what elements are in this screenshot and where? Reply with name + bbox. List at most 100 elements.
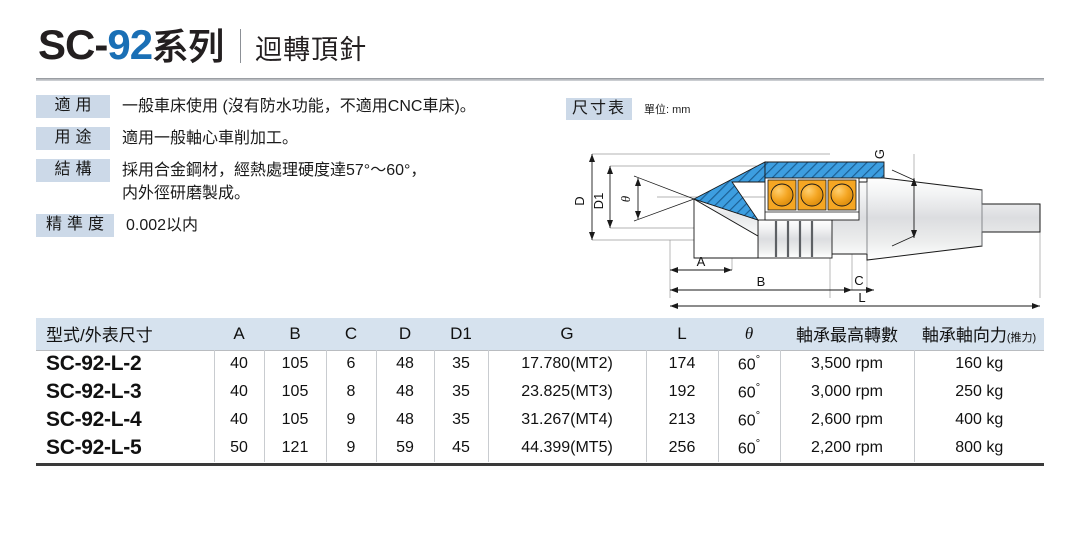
dim-label-l: L	[858, 290, 865, 305]
title-code-number: 92	[107, 21, 153, 68]
spec-label: 用途	[36, 127, 110, 150]
spec-label: 結構	[36, 159, 110, 182]
spec-value: 0.002以内	[126, 217, 199, 234]
spec-row-application: 適用 一般車床使用 (沒有防水功能，不適用CNC車床)。	[36, 95, 556, 118]
cell-a: 40	[213, 350, 264, 378]
col-header-a: A	[214, 318, 264, 350]
cell-axial-force: 160 kg	[913, 350, 1044, 378]
degree-symbol: °	[755, 354, 761, 367]
col-header-model: 型式/外表尺寸	[36, 318, 214, 350]
cell-max-rpm: 2,200 rpm	[779, 434, 914, 462]
theta-value: 60	[737, 356, 756, 374]
cell-theta: 60°	[717, 350, 780, 378]
cell-l: 256	[645, 434, 718, 462]
dimension-table-badge: 尺寸表	[566, 98, 633, 120]
cell-model: SC-92-L-5	[46, 436, 142, 459]
cell-d: 48	[375, 350, 434, 378]
dim-label-d1: D1	[591, 193, 606, 210]
title-subtitle: 迴轉頂針	[255, 35, 368, 65]
dimension-table: 型式/外表尺寸 A B C D D1 G L θ 軸承最高轉數 軸承軸向力(推力…	[36, 318, 1044, 466]
spec-value: 適用一般軸心車削加工。	[122, 130, 299, 147]
cell-model: SC-92-L-4	[46, 408, 142, 431]
degree-symbol: °	[755, 437, 761, 450]
cell-g: 31.267(MT4)	[487, 406, 646, 434]
spec-label: 精準度	[36, 214, 115, 237]
table-row: SC-92-L-5 50 121 9 59 45 44.399(MT5) 256…	[36, 434, 1044, 462]
header-rule	[36, 78, 1044, 81]
table-row: SC-92-L-4 40 105 9 48 35 31.267(MT4) 213…	[36, 406, 1044, 434]
table-bottom-border	[36, 463, 1044, 466]
cell-model: SC-92-L-3	[46, 380, 142, 403]
col-header-axial-force: 軸承軸向力(推力)	[914, 318, 1044, 350]
cell-l: 213	[645, 406, 718, 434]
spec-row-accuracy: 精準度 0.002以内	[36, 214, 556, 237]
cell-b: 121	[263, 434, 326, 462]
cell-d1: 45	[433, 434, 488, 462]
cell-b: 105	[263, 350, 326, 378]
dim-label-a: A	[697, 254, 706, 269]
cell-a: 40	[213, 378, 264, 406]
spec-row-usage: 用途 適用一般軸心車削加工。	[36, 127, 556, 150]
spec-value-line1: 採用合金鋼材，經熱處理硬度達57°～60°，	[122, 162, 427, 179]
cell-d: 59	[375, 434, 434, 462]
spec-list: 適用 一般車床使用 (沒有防水功能，不適用CNC車床)。 用途 適用一般軸心車削…	[36, 95, 556, 246]
theta-value: 60	[737, 412, 756, 430]
dim-label-g: G	[872, 149, 887, 159]
dim-label-d: D	[572, 196, 587, 205]
col-header-d1: D1	[434, 318, 488, 350]
cell-max-rpm: 3,000 rpm	[779, 378, 914, 406]
title-series-label: 系列	[152, 26, 225, 67]
axial-force-note: (推力)	[1006, 332, 1037, 345]
table-row: SC-92-L-3 40 105 8 48 35 23.825(MT3) 192…	[36, 378, 1044, 406]
cell-d: 48	[375, 406, 434, 434]
theta-value: 60	[737, 384, 756, 402]
axial-force-text: 軸承軸向力	[921, 326, 1007, 346]
cell-theta: 60°	[717, 434, 780, 462]
cell-c: 9	[325, 434, 376, 462]
col-header-l: L	[646, 318, 718, 350]
dim-label-c: C	[854, 273, 863, 288]
cell-axial-force: 250 kg	[913, 378, 1044, 406]
cell-d: 48	[375, 378, 434, 406]
cell-a: 50	[213, 434, 264, 462]
cell-l: 174	[645, 350, 718, 378]
cell-g: 44.399(MT5)	[487, 434, 646, 462]
cell-theta: 60°	[717, 406, 780, 434]
cell-c: 8	[325, 378, 376, 406]
title-divider	[240, 29, 242, 63]
cell-theta: 60°	[717, 378, 780, 406]
cell-d1: 35	[433, 350, 488, 378]
degree-symbol: °	[755, 381, 761, 394]
dim-label-theta: θ	[618, 195, 633, 202]
cell-max-rpm: 3,500 rpm	[779, 350, 914, 378]
degree-symbol: °	[755, 409, 761, 422]
cell-axial-force: 400 kg	[913, 406, 1044, 434]
cell-g: 17.780(MT2)	[487, 350, 646, 378]
title-code-prefix: SC-	[38, 21, 108, 68]
theta-value: 60	[737, 440, 756, 458]
unit-label: 單位: mm	[644, 104, 691, 116]
cell-g: 23.825(MT3)	[487, 378, 646, 406]
col-header-c: C	[326, 318, 376, 350]
cell-b: 105	[263, 406, 326, 434]
live-center-diagram: D D1 θ	[572, 149, 1041, 309]
spec-value: 一般車床使用 (沒有防水功能，不適用CNC車床)。	[122, 98, 476, 115]
spec-row-structure: 結構 採用合金鋼材，經熱處理硬度達57°～60°， 内外徑研磨製成。	[36, 159, 556, 205]
col-header-theta: θ	[718, 318, 780, 350]
cell-c: 6	[325, 350, 376, 378]
table-row: SC-92-L-2 40 105 6 48 35 17.780(MT2) 174…	[36, 350, 1044, 378]
cell-c: 9	[325, 406, 376, 434]
cell-model: SC-92-L-2	[46, 352, 142, 376]
cell-axial-force: 800 kg	[913, 434, 1044, 462]
col-header-b: B	[264, 318, 326, 350]
col-header-max-rpm: 軸承最高轉數	[780, 318, 914, 350]
col-header-g: G	[488, 318, 646, 350]
table-header-row: 型式/外表尺寸 A B C D D1 G L θ 軸承最高轉數 軸承軸向力(推力…	[36, 318, 1044, 350]
col-header-d: D	[376, 318, 434, 350]
dimension-drawing-panel: 尺寸表 單位: mm	[562, 98, 1062, 313]
spec-value-line2: 内外徑研磨製成。	[122, 185, 251, 202]
cell-a: 40	[213, 406, 264, 434]
spec-value: 採用合金鋼材，經熱處理硬度達57°～60°， 内外徑研磨製成。	[122, 159, 426, 205]
cell-max-rpm: 2,600 rpm	[779, 406, 914, 434]
